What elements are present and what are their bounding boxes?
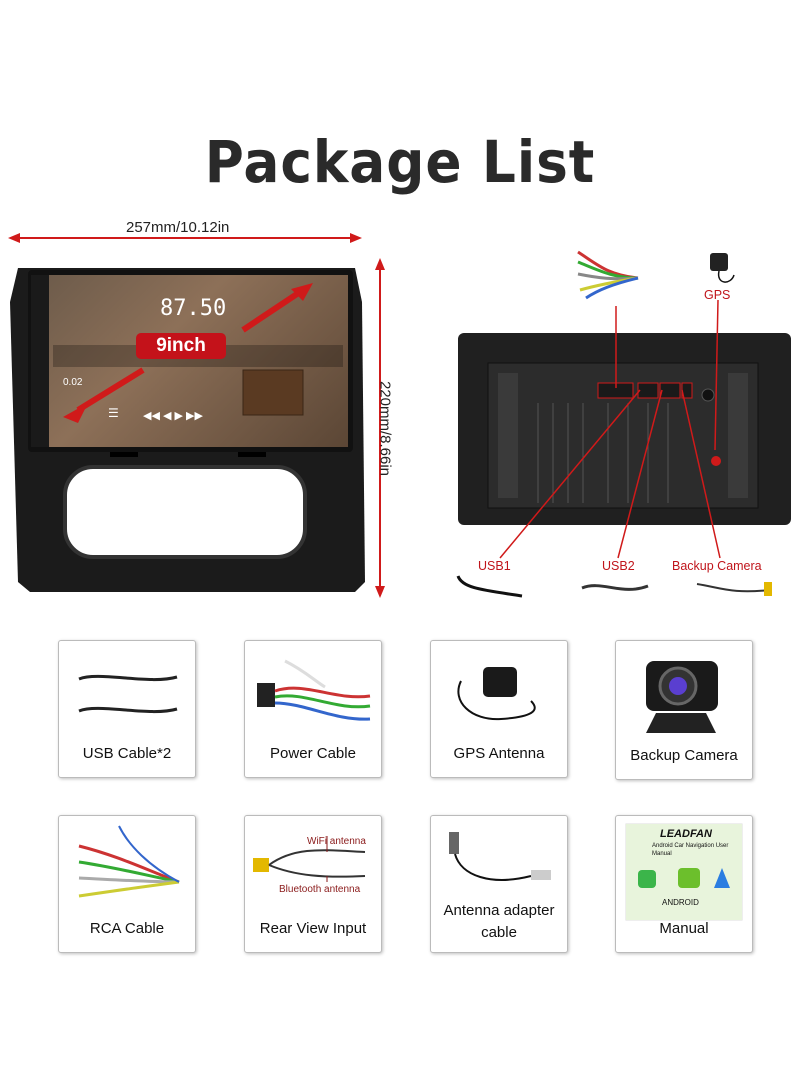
item-gps-antenna: GPS Antenna	[430, 640, 568, 778]
item-label: RCA Cable	[89, 920, 165, 937]
item-usb-cable: USB Cable*2	[58, 640, 196, 778]
manual-brand: LEADFAN	[660, 828, 712, 840]
item-label: Manual	[659, 920, 709, 937]
backup-camera-icon	[646, 661, 718, 733]
item-label: Antenna adapter cable	[443, 902, 555, 941]
head-unit-rear	[458, 333, 791, 525]
height-dimension-arrow	[375, 258, 385, 598]
svg-text:◀◀ ◀ ▶ ▶▶: ◀◀ ◀ ▶ ▶▶	[143, 410, 203, 422]
manual-icon	[625, 823, 743, 921]
width-dimension-arrow	[8, 233, 362, 243]
item-label: Rear View Input	[259, 920, 367, 937]
callout-gps: GPS	[704, 288, 731, 302]
page-title: Package List	[204, 128, 596, 196]
item-rear-view-input: WiFi antenna Bluetooth antenna Rear View…	[244, 815, 382, 953]
rear-callout-lines	[499, 300, 721, 559]
item-rca-cable: RCA Cable	[58, 815, 196, 953]
svg-text:☰: ☰	[108, 406, 119, 420]
gps-puck-small	[710, 253, 735, 283]
width-label: 257mm/10.12in	[126, 219, 230, 236]
radio-frequency: 87.50	[160, 296, 227, 321]
item-power-cable: Power Cable	[244, 640, 382, 778]
antenna-adapter-icon	[449, 832, 551, 881]
rear-cable-previews	[456, 575, 772, 598]
item-label: Backup Camera	[630, 747, 738, 764]
item-backup-camera: Backup Camera	[615, 640, 753, 780]
gps-antenna-icon	[457, 667, 536, 721]
item-antenna-adapter-cable: Antenna adapter cable	[430, 815, 568, 953]
item-label: Power Cable	[270, 745, 356, 762]
rca-harness-small	[577, 250, 639, 300]
bluetooth-antenna-label: Bluetooth antenna	[279, 884, 361, 895]
rear-panel-detail	[487, 362, 759, 509]
rear-view-input-icon	[253, 836, 366, 882]
callout-backup-camera: Backup Camera	[672, 559, 762, 573]
item-label: USB Cable*2	[82, 745, 172, 762]
manual-subtitle: Android Car Navigation User Manual	[652, 843, 729, 857]
screen-size-badge: 9inch	[136, 333, 226, 359]
callout-usb2: USB2	[602, 559, 635, 573]
screen-side-bar	[31, 275, 49, 447]
wifi-antenna-label: WiFi antenna	[307, 836, 366, 847]
rca-cable-icon	[78, 825, 180, 898]
item-manual: LEADFAN Android Car Navigation User Manu…	[615, 815, 753, 953]
manual-android-text: ANDROID	[662, 898, 699, 907]
svg-text:0.02: 0.02	[63, 377, 83, 388]
usb-cable-icon	[78, 674, 178, 714]
height-label: 220mm/8.66in	[376, 380, 394, 477]
power-cable-icon	[257, 659, 371, 721]
callout-usb1: USB1	[478, 559, 511, 573]
item-label: GPS Antenna	[453, 745, 545, 762]
